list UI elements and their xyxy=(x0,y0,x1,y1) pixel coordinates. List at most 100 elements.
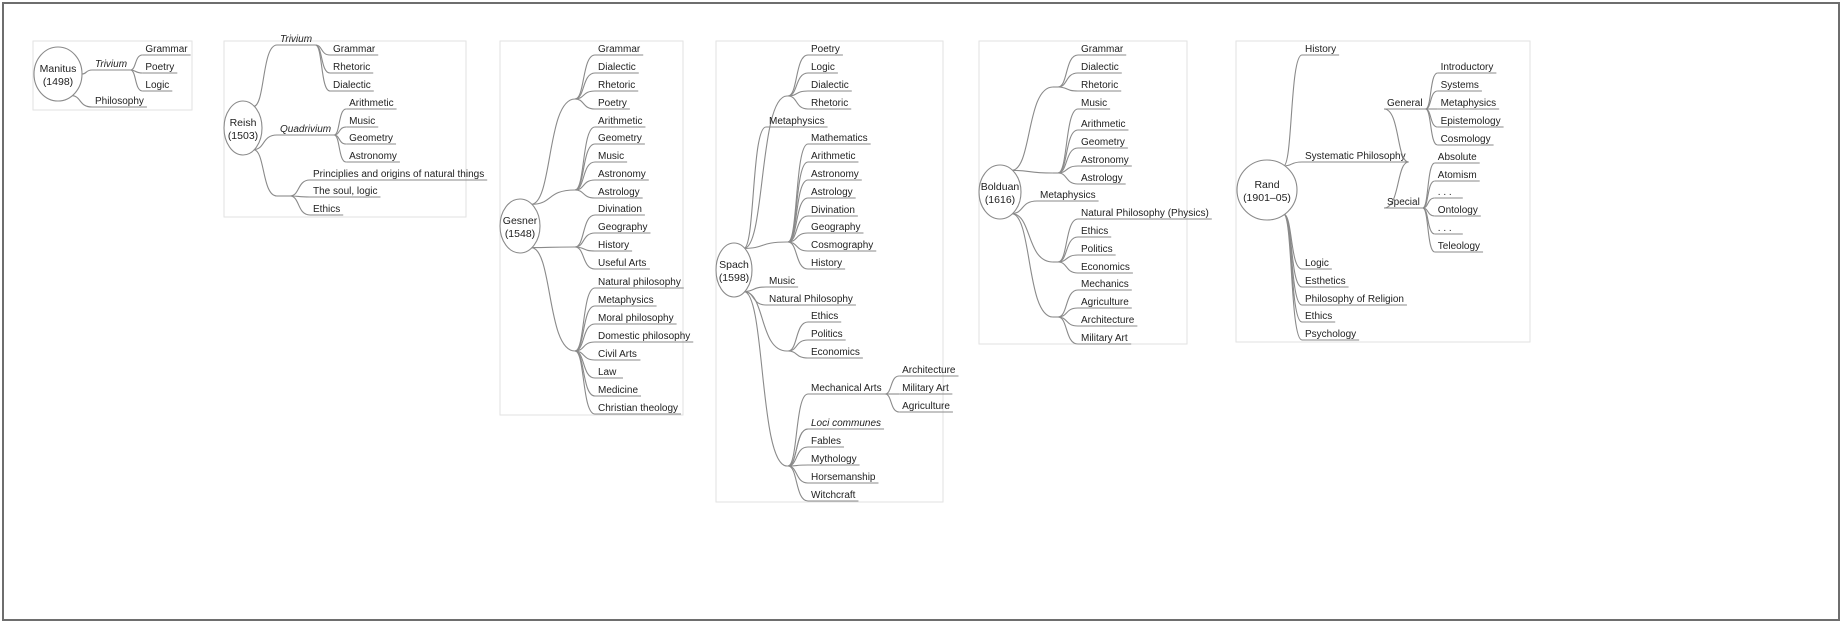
root-node xyxy=(499,198,541,254)
leaf-label: Ethics xyxy=(313,204,340,215)
leaf-label: Grammar xyxy=(145,44,188,55)
leaf-label: . . . xyxy=(1438,223,1452,234)
connector-line xyxy=(314,44,331,92)
leaf-label: Arithmetic xyxy=(1081,119,1125,130)
connector-line xyxy=(743,241,788,249)
branch-label: Special xyxy=(1387,197,1420,208)
leaf-label: Astrology xyxy=(1081,173,1123,184)
root-label: Spach xyxy=(719,259,749,271)
leaf-label: Astronomy xyxy=(811,169,859,180)
diagram-gesner: GrammarDialecticRhetoricPoetryArithmetic… xyxy=(499,40,694,416)
root-node xyxy=(33,46,83,102)
connector-line xyxy=(130,69,143,92)
root-label: Manitus xyxy=(40,63,77,75)
connector-line xyxy=(787,350,809,359)
connector-line xyxy=(787,54,809,97)
connector-line xyxy=(1383,108,1409,163)
connector-line xyxy=(253,44,278,107)
branch-label: Quadrivium xyxy=(280,124,331,135)
leaf-label: Astrology xyxy=(811,187,853,198)
branch-label: Trivium xyxy=(95,59,127,70)
connector-line xyxy=(743,95,788,249)
leaf-label: Music xyxy=(1081,98,1107,109)
leaf-label: Astronomy xyxy=(1081,155,1129,166)
connector-line xyxy=(787,393,809,467)
leaf-label: Dialectic xyxy=(1081,62,1119,73)
leaf-label: Geography xyxy=(598,222,647,233)
leaf-label: Epistemology xyxy=(1441,116,1501,127)
leaf-label: Economics xyxy=(1081,262,1130,273)
root-label: (1548) xyxy=(505,228,535,240)
root-node xyxy=(978,164,1022,220)
connector-line xyxy=(1057,172,1079,185)
leaf-label: Metaphysics xyxy=(1441,98,1497,109)
leaf-label: Geometry xyxy=(598,133,642,144)
leaf-label: Atomism xyxy=(1438,170,1477,181)
connector-line xyxy=(574,350,596,415)
leaf-label: Rhetoric xyxy=(598,80,635,91)
leaf-label: Logic xyxy=(811,62,835,73)
connector-line xyxy=(1011,86,1054,171)
root-node xyxy=(715,242,753,298)
connector-line xyxy=(1383,161,1409,209)
connector-line xyxy=(1011,200,1038,215)
connector-line xyxy=(1282,54,1303,167)
root-label: Bolduan xyxy=(981,181,1020,193)
connector-line xyxy=(530,98,576,205)
connector-line xyxy=(1057,218,1079,263)
branch-label: Trivium xyxy=(280,34,312,45)
branch-label: Philosophy xyxy=(95,96,144,107)
leaf-label: Introductory xyxy=(1441,62,1494,73)
leaf-label: Ethics xyxy=(1081,226,1108,237)
connector-line xyxy=(1057,261,1079,274)
root-node xyxy=(1236,159,1298,221)
leaf-label: Architecture xyxy=(902,365,956,376)
connector-line xyxy=(1057,54,1079,88)
connector-line xyxy=(1057,86,1079,92)
leaf-label: Systems xyxy=(1441,80,1479,91)
leaf-label: Politics xyxy=(811,329,843,340)
connector-line xyxy=(574,98,596,110)
leaf-label: Law xyxy=(598,367,617,378)
branch-label: Systematic Philosophy xyxy=(1305,151,1406,162)
leaf-label: Geometry xyxy=(349,133,393,144)
diagram-bolduan: GrammarDialecticRhetoricMusicArithmeticG… xyxy=(978,40,1212,345)
leaf-label: Natural philosophy xyxy=(598,277,681,288)
leaf-label: Mechanics xyxy=(1081,279,1129,290)
diagram-spach: PoetryLogicDialecticRhetoricMetaphysicsM… xyxy=(715,40,959,503)
branch-label: Psychology xyxy=(1305,329,1356,340)
leaf-label: History xyxy=(811,258,842,269)
leaf-label: Ontology xyxy=(1438,205,1478,216)
diagram-manitus: TriviumGrammarPoetryLogicPhilosophyManit… xyxy=(32,40,193,111)
connector-line xyxy=(574,189,596,199)
leaf-label: Grammar xyxy=(333,44,376,55)
leaf-label: Horsemanship xyxy=(811,472,876,483)
leaf-label: Agriculture xyxy=(902,401,950,412)
connector-line xyxy=(574,246,596,270)
leaf-label: Arithmetic xyxy=(349,98,393,109)
connector-line xyxy=(1425,108,1438,146)
leaf-label: Architecture xyxy=(1081,315,1135,326)
connector-line xyxy=(574,214,596,248)
connector-line xyxy=(1011,169,1054,174)
branch-label: Metaphysics xyxy=(1040,190,1096,201)
connector-line xyxy=(743,126,767,249)
connector-line xyxy=(1057,129,1079,174)
leaf-label: Cosmography xyxy=(811,240,873,251)
branch-label: Mechanical Arts xyxy=(811,383,882,394)
leaf-label: Poetry xyxy=(811,44,840,55)
leaf-label: Logic xyxy=(145,80,169,91)
branch-label: History xyxy=(1305,44,1336,55)
leaf-label: Domestic philosophy xyxy=(598,331,690,342)
branch-label: Metaphysics xyxy=(769,116,825,127)
leaf-label: History xyxy=(598,240,629,251)
leaf-label: Rhetoric xyxy=(333,62,370,73)
leaf-label: Natural Philosophy (Physics) xyxy=(1081,208,1209,219)
leaf-label: Dialectic xyxy=(598,62,636,73)
connector-line xyxy=(1422,207,1436,253)
connector-line xyxy=(253,149,278,197)
connector-line xyxy=(289,195,311,216)
branch-label: Esthetics xyxy=(1305,276,1346,287)
leaf-label: Ethics xyxy=(811,311,838,322)
